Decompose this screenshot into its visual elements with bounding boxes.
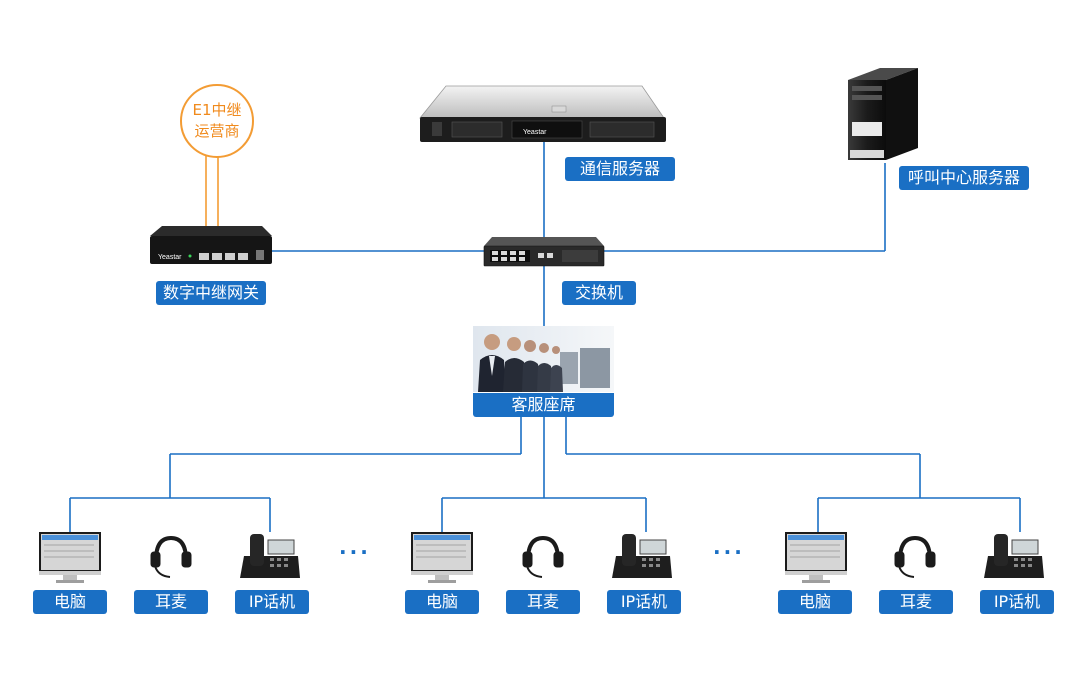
e1-trunk-lines [205,152,219,227]
rack-server: Yeastar [419,85,666,142]
pc-label-3: 电脑 [778,590,852,614]
callcenter-server-label: 呼叫中心服务器 [899,166,1029,190]
pc-label-1: 电脑 [33,590,107,614]
server-brand-text: Yeastar [523,129,547,136]
agents-photo [473,326,614,392]
gateway-brand-text: Yeastar [158,254,182,261]
pc-device-1 [39,532,101,583]
headset-device-3 [894,535,936,578]
ip-phone-device-3 [984,534,1044,578]
trunk-gateway-device: Yeastar [150,226,272,264]
headset-label-3: 耳麦 [879,590,953,614]
ip-phone-device-2 [612,534,672,578]
ellipsis-1: ··· [339,540,371,564]
comm-server-label: 通信服务器 [565,157,675,181]
ip-phone-device-1 [240,534,300,578]
e1-carrier-node: E1中继 运营商 [180,84,254,158]
headset-label-2: 耳麦 [506,590,580,614]
connection-lines [69,142,1021,532]
headset-label-1: 耳麦 [134,590,208,614]
carrier-line2: 运营商 [194,122,240,140]
switch-label: 交换机 [562,281,636,305]
pc-label-2: 电脑 [405,590,479,614]
headset-device-2 [522,535,564,578]
carrier-line1: E1中继 [192,101,242,119]
ip-phone-label-1: IP话机 [235,590,309,614]
agents-label: 客服座席 [473,393,614,417]
network-switch-device [483,237,605,267]
trunk-gateway-label: 数字中继网关 [156,281,266,305]
pc-device-3 [785,532,847,583]
ip-phone-label-3: IP话机 [980,590,1054,614]
headset-device-1 [150,535,192,578]
tower-server [848,68,918,160]
ellipsis-2: ··· [713,540,745,564]
ip-phone-label-2: IP话机 [607,590,681,614]
pc-device-2 [411,532,473,583]
